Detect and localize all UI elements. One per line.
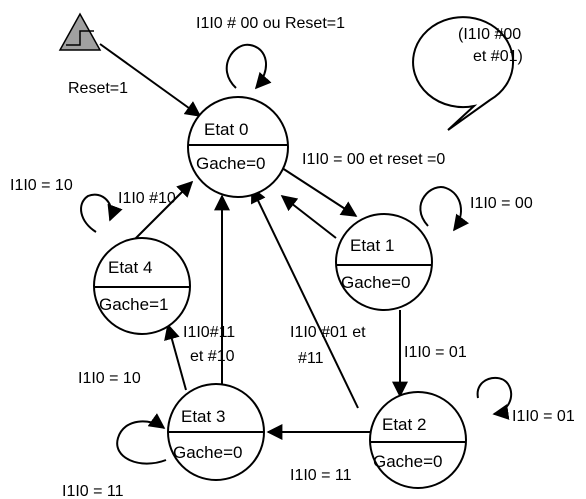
edge-s1-s2-label: I1I0 = 01 — [404, 344, 467, 361]
edge-s2-s0-label-a: I1I0 #01 et — [290, 324, 366, 341]
self-loop-s1 — [419, 186, 470, 232]
self-loop-s4-label: I1I0 = 10 — [10, 177, 73, 194]
self-loop-s3-label: I1I0 = 11 — [62, 483, 124, 499]
edge-s2-s3-label: I1I0 = 11 — [290, 467, 352, 484]
edge-s0-s1-label: I1I0 = 00 et reset =0 — [302, 151, 445, 168]
reset-step-icon — [58, 12, 102, 51]
self-loop-s1-label: I1I0 = 00 — [470, 195, 533, 212]
bubble-line-2: et #01) — [473, 48, 523, 65]
edge-s4-s0 — [133, 180, 194, 241]
edge-s2-s0-label-b: #11 — [298, 350, 324, 367]
edge-s1-s0 — [280, 195, 337, 239]
state-output: Gache=0 — [373, 452, 442, 471]
state-name: Etat 2 — [382, 415, 426, 434]
state-node-s1: Etat 1 Gache=0 — [335, 213, 433, 311]
edge-s4-s0-label: I1I0 #10 — [118, 190, 176, 207]
state-name: Etat 4 — [108, 258, 152, 277]
state-name: Etat 0 — [204, 120, 248, 139]
edge-s0-s1 — [278, 165, 358, 217]
state-node-s3: Etat 3 Gache=0 — [167, 383, 265, 481]
reset-arrow — [99, 43, 202, 117]
edge-s3-s0-label-b: et #10 — [190, 348, 235, 365]
edge-s3-s4 — [164, 323, 187, 391]
self-loop-s0-label: I1I0 # 00 ou Reset=1 — [196, 15, 345, 32]
reset-label: Reset=1 — [68, 80, 128, 97]
speech-bubble-icon — [412, 16, 515, 131]
state-name: Etat 1 — [350, 236, 394, 255]
bubble-line-1: (I1I0 #00 — [458, 26, 521, 43]
state-node-s0: Etat 0 Gache=0 — [187, 96, 289, 198]
edge-s3-s4-label: I1I0 = 10 — [78, 370, 141, 387]
state-output: Gache=0 — [341, 273, 410, 292]
state-output: Gache=1 — [99, 295, 168, 314]
self-loop-s2-label: I1I0 = 01 — [512, 408, 575, 425]
self-loop-s3 — [116, 413, 167, 465]
edge-s3-s0-label-a: I1I0#11 — [183, 324, 235, 341]
state-output: Gache=0 — [173, 443, 242, 462]
self-loop-s0 — [225, 43, 272, 90]
self-loop-s4 — [80, 193, 123, 233]
edge-s2-s0 — [251, 186, 359, 409]
state-node-s4: Etat 4 Gache=1 — [93, 237, 191, 335]
state-output: Gache=0 — [196, 154, 265, 173]
state-node-s2: Etat 2 Gache=0 — [369, 391, 467, 489]
self-loop-s2 — [476, 376, 513, 420]
state-name: Etat 3 — [181, 407, 225, 426]
